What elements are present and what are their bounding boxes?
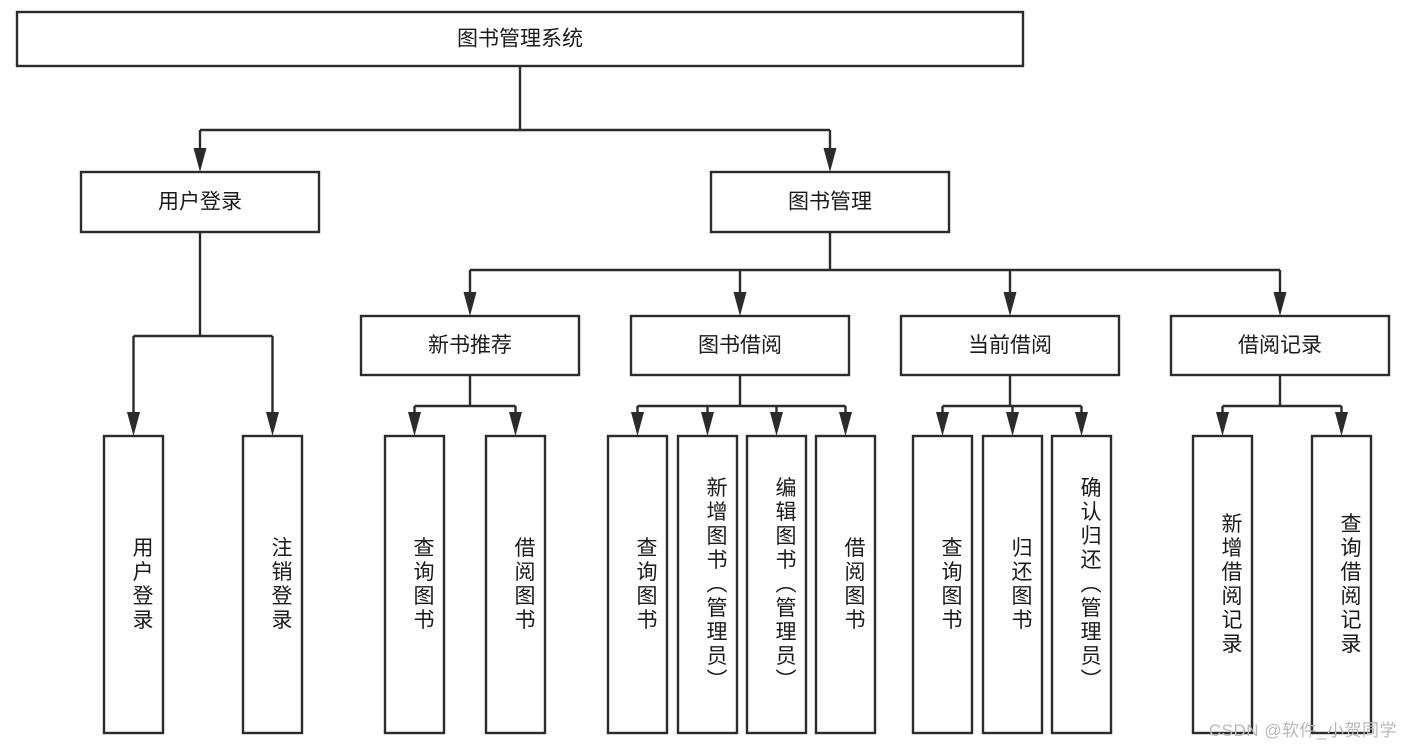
node-label-add-book: 新增图书（管理员） (704, 477, 728, 693)
node-root[interactable]: 图书管理系统 (15, 10, 1025, 68)
arrowhead-icon-book-manage (823, 148, 837, 172)
node-label-user-logout: 注销登录 (269, 537, 293, 633)
node-label-new-book-recommend: 新书推荐 (428, 334, 512, 357)
node-confirm-return[interactable]: 确认归还（管理员） (1050, 434, 1113, 735)
node-box-return-book (981, 434, 1044, 735)
connectors-layer (127, 66, 1348, 436)
node-label-book-manage: 图书管理 (788, 191, 872, 214)
nodes-layer: 图书管理系统用户登录用户登录注销登录图书管理新书推荐查询图书借阅图书图书借阅查询… (15, 10, 1391, 735)
node-borrow-book-1[interactable]: 借阅图书 (484, 434, 547, 735)
node-box-root (15, 10, 1025, 68)
node-label-return-book: 归还图书 (1009, 537, 1033, 633)
node-user-logout[interactable]: 注销登录 (241, 434, 304, 735)
node-label-book-borrow: 图书借阅 (698, 334, 782, 357)
node-label-query-borrow-record: 查询借阅记录 (1338, 513, 1362, 657)
arrowhead-icon-query-borrow-record (1335, 412, 1348, 436)
node-label-user-login-do: 用户登录 (130, 537, 154, 633)
node-box-query-book-2 (606, 434, 669, 735)
node-label-root: 图书管理系统 (457, 28, 583, 51)
node-box-query-book-1 (383, 434, 446, 735)
arrowhead-icon-query-book-1 (408, 412, 421, 436)
node-add-book[interactable]: 新增图书（管理员） (676, 434, 739, 735)
node-box-user-login-do (102, 434, 165, 735)
node-box-edit-book (745, 434, 808, 735)
node-query-book-1[interactable]: 查询图书 (383, 434, 446, 735)
node-box-add-book (676, 434, 739, 735)
arrowhead-icon-user-login-do (127, 412, 140, 436)
node-box-borrow-record (1169, 314, 1391, 377)
node-user-login-do[interactable]: 用户登录 (102, 434, 165, 735)
node-box-borrow-book-1 (484, 434, 547, 735)
node-label-query-book-1: 查询图书 (411, 537, 435, 633)
node-new-book-recommend[interactable]: 新书推荐 (359, 314, 581, 377)
node-query-book-2[interactable]: 查询图书 (606, 434, 669, 735)
node-book-borrow[interactable]: 图书借阅 (629, 314, 851, 377)
node-box-book-manage (709, 170, 951, 234)
node-box-query-book-3 (911, 434, 974, 735)
arrowhead-icon-borrow-record (1273, 292, 1287, 316)
node-borrow-book-2[interactable]: 借阅图书 (814, 434, 877, 735)
arrowhead-icon-current-borrow (1003, 292, 1017, 316)
node-add-borrow-record[interactable]: 新增借阅记录 (1191, 434, 1254, 735)
arrowhead-icon-user-logout (266, 412, 279, 436)
node-label-add-borrow-record: 新增借阅记录 (1219, 513, 1243, 657)
arrowhead-icon-borrow-book-1 (509, 412, 522, 436)
node-label-borrow-record: 借阅记录 (1238, 334, 1322, 357)
node-box-current-borrow (899, 314, 1121, 377)
node-label-query-book-3: 查询图书 (939, 537, 963, 633)
node-query-book-3[interactable]: 查询图书 (911, 434, 974, 735)
node-query-borrow-record[interactable]: 查询借阅记录 (1310, 434, 1373, 735)
node-label-query-book-2: 查询图书 (634, 537, 658, 633)
node-edit-book[interactable]: 编辑图书（管理员） (745, 434, 808, 735)
node-box-confirm-return (1050, 434, 1113, 735)
node-label-borrow-book-1: 借阅图书 (512, 537, 536, 633)
node-box-user-logout (241, 434, 304, 735)
arrowhead-icon-confirm-return (1075, 412, 1088, 436)
arrowhead-icon-book-borrow (733, 292, 747, 316)
node-label-borrow-book-2: 借阅图书 (842, 537, 866, 633)
arrowhead-icon-edit-book (770, 412, 783, 436)
node-box-book-borrow (629, 314, 851, 377)
arrowhead-icon-return-book (1006, 412, 1019, 436)
node-book-manage[interactable]: 图书管理 (709, 170, 951, 234)
node-label-current-borrow: 当前借阅 (968, 334, 1052, 357)
arrowhead-icon-query-book-3 (936, 412, 949, 436)
node-return-book[interactable]: 归还图书 (981, 434, 1044, 735)
arrowhead-icon-user-login (193, 148, 207, 172)
node-current-borrow[interactable]: 当前借阅 (899, 314, 1121, 377)
node-box-borrow-book-2 (814, 434, 877, 735)
arrowhead-icon-new-book-recommend (463, 292, 477, 316)
node-user-login[interactable]: 用户登录 (79, 170, 321, 234)
arrowhead-icon-add-borrow-record (1216, 412, 1229, 436)
arrowhead-icon-borrow-book-2 (839, 412, 852, 436)
arrowhead-icon-query-book-2 (631, 412, 644, 436)
node-label-user-login: 用户登录 (158, 191, 242, 214)
node-borrow-record[interactable]: 借阅记录 (1169, 314, 1391, 377)
node-label-edit-book: 编辑图书（管理员） (773, 477, 797, 693)
arrowhead-icon-add-book (701, 412, 714, 436)
node-box-add-borrow-record (1191, 434, 1254, 735)
node-label-confirm-return: 确认归还（管理员） (1078, 477, 1102, 693)
node-box-query-borrow-record (1310, 434, 1373, 735)
node-box-new-book-recommend (359, 314, 581, 377)
node-box-user-login (79, 170, 321, 234)
